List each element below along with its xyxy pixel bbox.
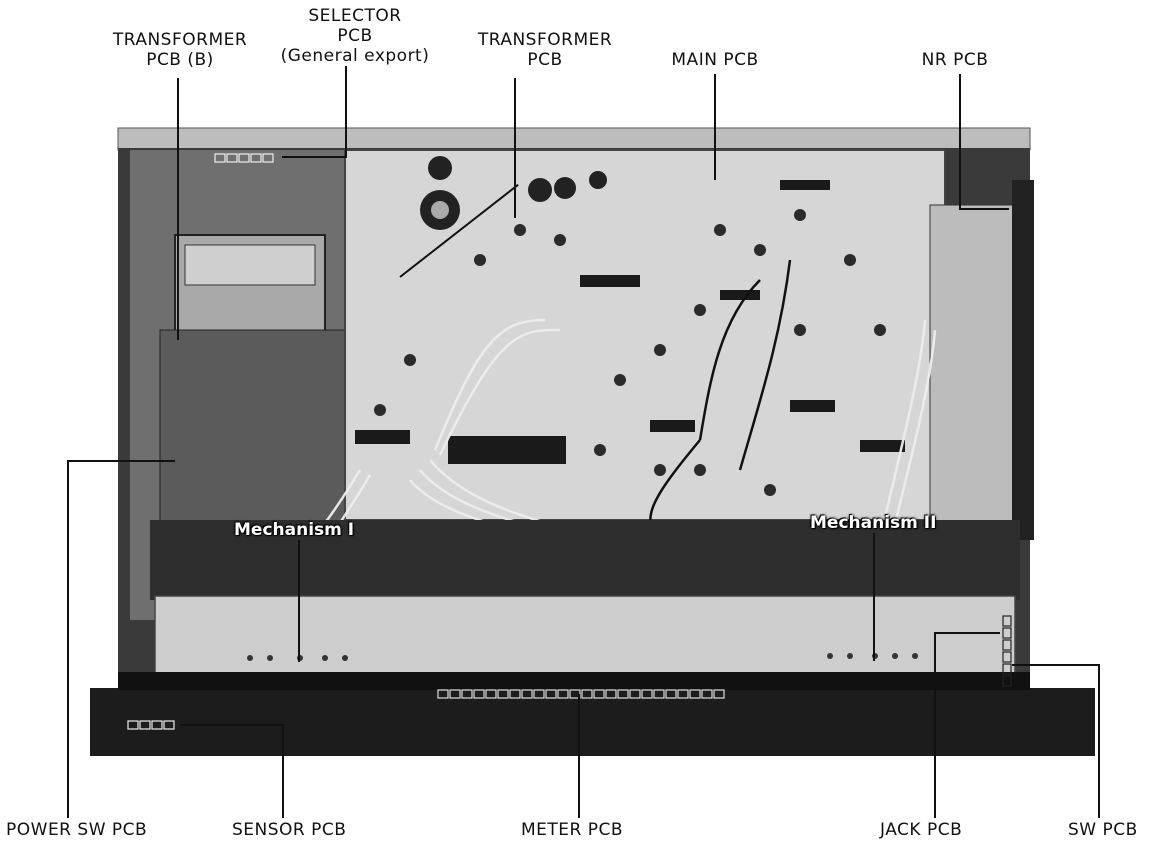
leader-selector-pcb-v bbox=[345, 66, 347, 158]
meter-connector-pin bbox=[665, 689, 677, 699]
label-selector-pcb-line3: (General export) bbox=[280, 46, 430, 66]
leader-main-pcb bbox=[714, 74, 716, 180]
meter-connector-pin bbox=[593, 689, 605, 699]
leader-power-sw-h bbox=[67, 460, 175, 462]
label-sensor-pcb: SENSOR PCB bbox=[232, 820, 347, 840]
meter-connector-pin bbox=[701, 689, 713, 699]
leader-mechanism-1 bbox=[298, 540, 300, 662]
meter-connector-pin bbox=[557, 689, 569, 699]
meter-connector-pin bbox=[581, 689, 593, 699]
label-nr-pcb: NR PCB bbox=[921, 50, 989, 70]
leader-jack-v bbox=[934, 632, 936, 818]
leader-transformer-pcb-b bbox=[177, 78, 179, 340]
leader-power-sw-v bbox=[67, 460, 69, 818]
label-main-pcb: MAIN PCB bbox=[671, 50, 759, 70]
label-selector-pcb-line1: SELECTOR bbox=[308, 6, 402, 26]
lower-bay bbox=[150, 520, 1020, 600]
label-selector-pcb-line2: PCB bbox=[337, 26, 373, 46]
leader-nr-pcb-h bbox=[959, 208, 1009, 210]
label-meter-pcb: METER PCB bbox=[521, 820, 624, 840]
meter-connector-pin bbox=[485, 689, 497, 699]
leader-selector-pcb-h bbox=[282, 156, 346, 158]
front-panel bbox=[90, 688, 1095, 756]
meter-connector-pin bbox=[473, 689, 485, 699]
meter-connector-pin bbox=[461, 689, 473, 699]
chassis-top-rail bbox=[117, 127, 1031, 151]
leader-sensor-h bbox=[180, 724, 284, 726]
nr-pcb-board bbox=[929, 204, 1026, 536]
meter-connector-pin bbox=[617, 689, 629, 699]
meter-connector-pin bbox=[449, 689, 461, 699]
label-transformer-pcb-line2: PCB bbox=[527, 50, 563, 70]
label-mechanism-2: Mechanism II bbox=[810, 513, 937, 533]
label-sw-pcb: SW PCB bbox=[1068, 820, 1138, 840]
leader-sw-h bbox=[1012, 664, 1100, 666]
leader-transformer-pcb-v bbox=[514, 78, 516, 218]
meter-connector-pin bbox=[629, 689, 641, 699]
label-transformer-pcb: TRANSFORMER PCB bbox=[450, 30, 640, 70]
label-transformer-pcb-line1: TRANSFORMER bbox=[477, 30, 613, 50]
meter-connector-pin bbox=[677, 689, 689, 699]
meter-connector-pin bbox=[497, 689, 509, 699]
meter-connector-pin bbox=[689, 689, 701, 699]
label-selector-pcb: SELECTOR PCB (General export) bbox=[250, 6, 460, 66]
label-power-sw-pcb: POWER SW PCB bbox=[6, 820, 148, 840]
leader-sw-v bbox=[1098, 664, 1100, 818]
leader-nr-pcb-v bbox=[959, 74, 961, 210]
label-transformer-pcb-b-line2: PCB (B) bbox=[146, 50, 214, 70]
meter-connector-pin bbox=[509, 689, 521, 699]
meter-connector-pin bbox=[521, 689, 533, 699]
label-jack-pcb: JACK PCB bbox=[880, 820, 963, 840]
meter-connector-pin bbox=[605, 689, 617, 699]
label-mechanism-1: Mechanism I bbox=[234, 520, 355, 540]
leader-meter bbox=[578, 694, 580, 818]
meter-connector-pin bbox=[437, 689, 449, 699]
leader-jack-h bbox=[934, 632, 1000, 634]
meter-connector-pin bbox=[569, 689, 581, 699]
leader-sensor-v bbox=[282, 724, 284, 818]
meter-connector-pin bbox=[653, 689, 665, 699]
meter-connector-pin bbox=[713, 689, 725, 699]
meter-connector-pin bbox=[641, 689, 653, 699]
meter-connector-pin bbox=[545, 689, 557, 699]
label-transformer-pcb-b-line1: TRANSFORMER bbox=[112, 30, 248, 50]
label-transformer-pcb-b: TRANSFORMER PCB (B) bbox=[85, 30, 275, 70]
leader-mechanism-2 bbox=[873, 533, 875, 661]
meter-connector-pin bbox=[533, 689, 545, 699]
